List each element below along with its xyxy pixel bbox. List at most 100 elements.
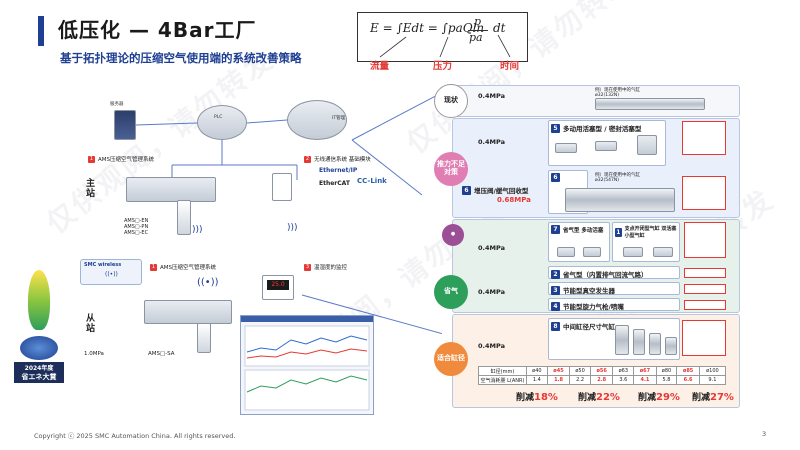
energy-formula: E = ∫Edt = ∫paQln p pa dt xyxy=(357,12,528,62)
item-saving-3: 3 节能型真空发生器 xyxy=(548,282,680,295)
badge-5: 5 xyxy=(551,123,560,133)
red-note-saving-4 xyxy=(684,300,726,310)
table-header-cell: ø80 xyxy=(655,366,678,376)
table-header-row: 缸径(mm) ø40 ø45 ø50 ø56 ø63 ø67 ø80 ø85 ø… xyxy=(478,366,727,376)
product-8a xyxy=(615,325,629,355)
label-6: 增压阀/缓气回收型 xyxy=(474,187,529,195)
item-head-8: 8 中间缸径尺寸气缸 xyxy=(551,321,677,331)
item-head-2: 2 省气型（内置排气回流气路） xyxy=(551,269,677,279)
cylinder-thrust xyxy=(565,188,675,212)
red-note-thrust-1 xyxy=(682,121,726,155)
pressure-saving-1: 0.4MPa xyxy=(478,244,505,252)
table-cell: 4.1 xyxy=(633,375,657,385)
sub-station-label: 从站 xyxy=(86,314,96,334)
formula-q: Q xyxy=(462,21,473,35)
reduction-prefix: 削减 xyxy=(692,393,711,403)
stage-thrust: 推力不足对策 xyxy=(434,152,468,186)
table-header-cell: ø63 xyxy=(612,366,635,376)
temp-monitor-label: 3 温湿度的监控 xyxy=(304,263,347,271)
badge-item-2: 2 xyxy=(551,269,560,279)
table-header-cell: ø40 xyxy=(526,366,548,376)
ethernet-ip-logo: Ethernet/IP xyxy=(319,167,358,174)
item-head-3: 3 节能型真空发生器 xyxy=(551,285,677,295)
pressure-1mpa: 1.0MPa xyxy=(84,351,104,357)
wireless-module-icon xyxy=(272,173,292,201)
temp-monitor-text: 温湿度的监控 xyxy=(314,265,348,271)
award-name: 省エネ大賞 xyxy=(14,371,64,383)
ams-mgmt-text-2: AMS压缩空气管理系统 xyxy=(160,265,216,271)
wireless-signal-icon-3: ((•)) xyxy=(197,277,219,288)
table-header-cell: 缸径(mm) xyxy=(478,366,527,376)
ams-mgmt-label: 1 AMS压缩空气管理系统 xyxy=(88,155,154,163)
stage-cylinder-size: 适合缸径 xyxy=(434,342,468,376)
item-saving-2: 2 省气型（内置排气回流气路） xyxy=(548,266,680,279)
product-8d xyxy=(665,337,677,355)
reduction-prefix: 削减 xyxy=(578,393,597,403)
badge-1b: 1 xyxy=(150,263,157,271)
label-8: 中间缸径尺寸气缸 xyxy=(563,323,615,331)
smc-wireless-box: SMC wireless ((•)) xyxy=(80,259,142,285)
product-7b xyxy=(583,247,601,257)
title-accent-bar xyxy=(38,16,44,46)
badge-item-1: 1 xyxy=(615,227,622,237)
cylinder-current xyxy=(595,98,705,110)
ams-sensor-main xyxy=(177,200,191,235)
diagram-connectors xyxy=(135,95,442,335)
badge-6: 6 xyxy=(551,173,560,182)
system-diagram: 服务器 PLC IT管理 1 AMS压缩空气管理系统 主站 AMS□-EN AM… xyxy=(62,95,442,425)
formula-pa: pa xyxy=(447,21,463,35)
label-time: 时间 xyxy=(500,61,520,72)
it-label-plc: PLC xyxy=(214,115,223,120)
badge-6-text: 6 xyxy=(462,185,471,195)
ams-sa-model: AMS□-SA xyxy=(148,351,175,357)
reduction-prefix: 削减 xyxy=(516,393,535,403)
item-head-7: 7 省气型 多动活塞 xyxy=(551,225,607,234)
wireless-title-label: 2 无线通信系统 基础模块 xyxy=(304,155,371,163)
pressure-thrust: 0.4MPa xyxy=(478,138,505,146)
wireless-icon: ((•)) xyxy=(105,271,118,278)
product-5c xyxy=(637,135,657,155)
table-row-label: 空气消耗量 L(ANR) xyxy=(478,375,527,385)
award-year: 2024年度 xyxy=(14,362,64,373)
ams-unit-sub xyxy=(144,300,232,324)
table-header-cell: ø100 xyxy=(698,366,727,376)
monitor-chart xyxy=(244,325,370,411)
product-5a xyxy=(555,143,577,153)
reduction-1: 削减18% xyxy=(516,390,558,403)
smc-wireless-text: SMC wireless xyxy=(84,262,122,268)
cclink-logo: CC-Link xyxy=(357,177,387,185)
table-cell: 2.2 xyxy=(569,375,591,385)
formula-arrows xyxy=(379,34,511,58)
formula-expression: E = ∫Edt = ∫paQln xyxy=(370,21,484,35)
item-saving-4: 4 节能型旋力气枪/喷嘴 xyxy=(548,298,680,311)
product-1b xyxy=(653,247,673,257)
plc-icon xyxy=(197,105,247,140)
table-row: 空气消耗量 L(ANR) 1.4 1.8 2.2 2.8 3.6 4.1 5.8… xyxy=(478,375,727,385)
wireless-title-text: 无线通信系统 基础模块 xyxy=(314,157,371,163)
sensor-display: 25.0 xyxy=(267,280,289,290)
red-note-thrust-2 xyxy=(682,176,726,210)
formula-pa-denominator: pa xyxy=(469,31,483,44)
label-item-1: 支点开闭型气缸 双活塞小型气缸 xyxy=(624,226,677,239)
reduction-pct: 29% xyxy=(656,392,680,403)
label-pressure: 压力 xyxy=(433,61,453,72)
ams-sensor-sub xyxy=(197,323,211,353)
table-header-cell: ø56 xyxy=(589,366,614,376)
red-note-cylinder xyxy=(682,320,726,356)
main-station-label: 主站 xyxy=(86,179,96,199)
stage-current: 现状 xyxy=(434,84,468,118)
wireless-signal-icon-2: ))) xyxy=(287,223,298,233)
label-item-4: 节能型旋力气枪/喷嘴 xyxy=(563,303,624,311)
badge-item-4: 4 xyxy=(551,301,560,311)
it-management-icon xyxy=(287,100,347,140)
boost-pressure: 0.68MPa xyxy=(497,196,531,204)
award-leaf-logo xyxy=(28,270,50,330)
server-icon xyxy=(114,110,136,140)
table-cell: 1.4 xyxy=(526,375,548,385)
red-note-saving-1 xyxy=(684,222,726,258)
page-number: 3 xyxy=(762,430,767,438)
it-label-it: IT管理 xyxy=(332,116,346,121)
ams-model-pn: AMS□-PN xyxy=(124,224,149,230)
red-note-saving-3 xyxy=(684,284,726,294)
item-head-5: 5 多动用活塞型 / 密封活塞型 xyxy=(551,123,663,133)
